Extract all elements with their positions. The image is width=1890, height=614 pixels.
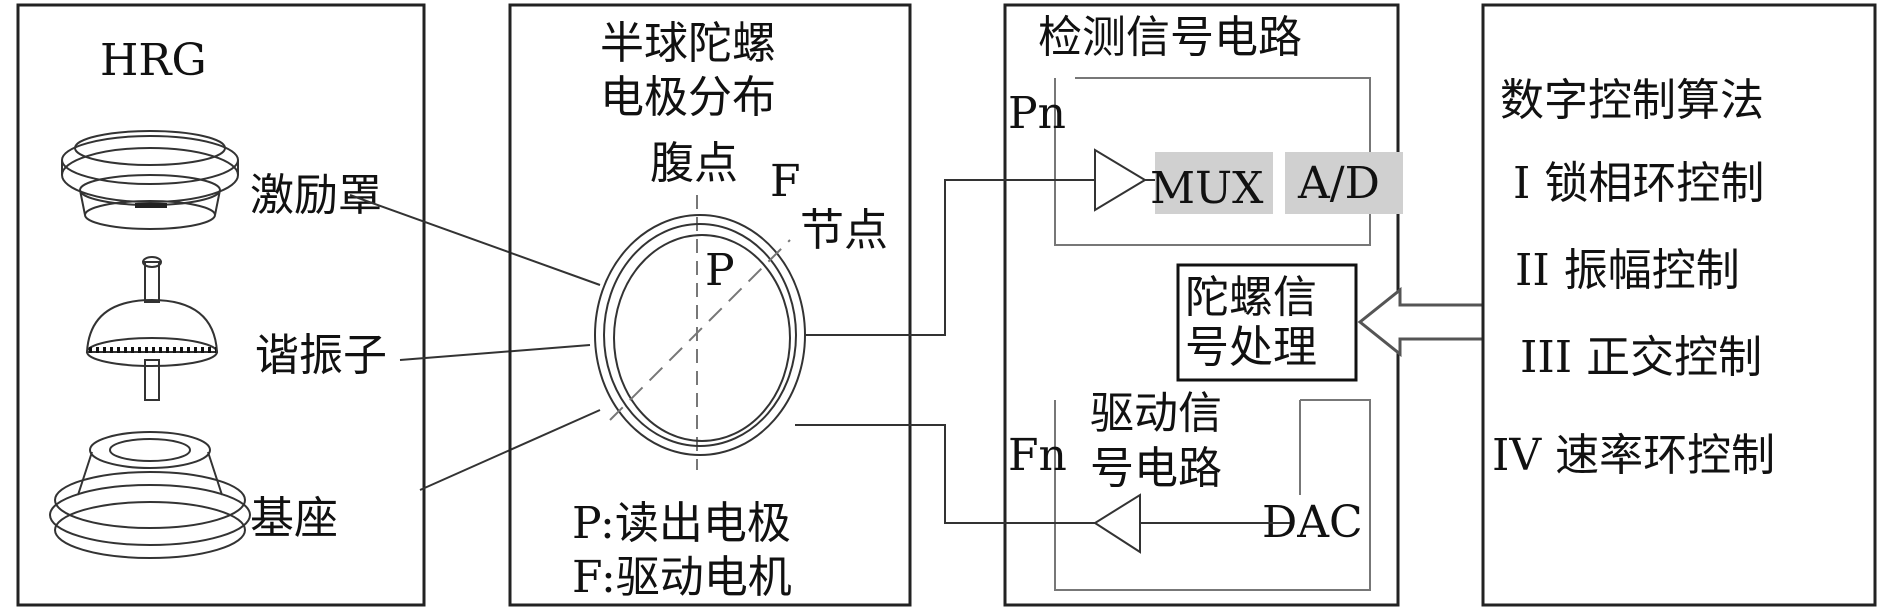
leader-line-resonator xyxy=(399,344,591,361)
node-label: 节点 xyxy=(800,205,888,256)
fn-label: Fn xyxy=(1008,430,1067,481)
drive-signal-line xyxy=(795,424,1095,524)
detection-loop-box xyxy=(1054,77,1371,246)
excitation-cover-illustration xyxy=(61,130,239,230)
detection-title: 检测信号电路 xyxy=(1038,12,1302,63)
base-illustration xyxy=(49,431,251,559)
ad-highlight xyxy=(1285,152,1403,214)
control-title: 数字控制算法 xyxy=(1500,75,1764,126)
part-label-base: 基座 xyxy=(250,493,338,544)
part-label-resonator: 谐振子 xyxy=(255,330,387,381)
control-item-rate-loop: IV 速率环控制 xyxy=(1492,430,1775,481)
legend-drive-electrode: F:驱动电机 xyxy=(572,552,792,603)
electrode-panel xyxy=(508,3,912,607)
leader-line-cover xyxy=(349,194,601,286)
readout-amplifier xyxy=(1094,148,1147,212)
hrg-title: HRG xyxy=(100,35,207,86)
hrg-panel xyxy=(16,3,426,607)
control-item-amplitude: II 振幅控制 xyxy=(1515,245,1740,296)
legend-readout-electrode: P:读出电极 xyxy=(572,498,791,549)
mux-label: MUX xyxy=(1150,163,1264,214)
gyro-processing-line2: 号处理 xyxy=(1185,322,1317,373)
control-to-processing-arrow xyxy=(1357,286,1483,358)
control-item-quadrature: III 正交控制 xyxy=(1520,332,1762,383)
part-label-excitation-cover: 激励罩 xyxy=(250,170,382,221)
ad-label: A/D xyxy=(1297,158,1380,209)
f-electrode-label: F xyxy=(770,156,801,207)
control-item-pll: I 锁相环控制 xyxy=(1513,158,1764,209)
electrode-ring xyxy=(594,195,806,470)
electrode-title-line1: 半球陀螺 xyxy=(600,18,776,69)
control-panel xyxy=(1481,3,1877,607)
gyro-processing-line1: 陀螺信 xyxy=(1185,272,1317,323)
readout-signal-line xyxy=(805,179,1095,336)
drive-loop-box xyxy=(1054,399,1371,591)
electrode-title-line2: 电极分布 xyxy=(600,72,776,123)
resonator-illustration xyxy=(85,256,219,401)
p-electrode-label: P xyxy=(705,245,735,296)
pn-label: Pn xyxy=(1008,88,1066,139)
antinode-label: 腹点 xyxy=(650,138,738,189)
drive-circuit-line2: 号电路 xyxy=(1090,443,1222,494)
gyro-signal-processing-block xyxy=(1176,263,1358,382)
drive-amplifier xyxy=(1093,493,1141,554)
drive-circuit-line1: 驱动信 xyxy=(1090,388,1222,439)
mux-highlight xyxy=(1155,152,1273,214)
